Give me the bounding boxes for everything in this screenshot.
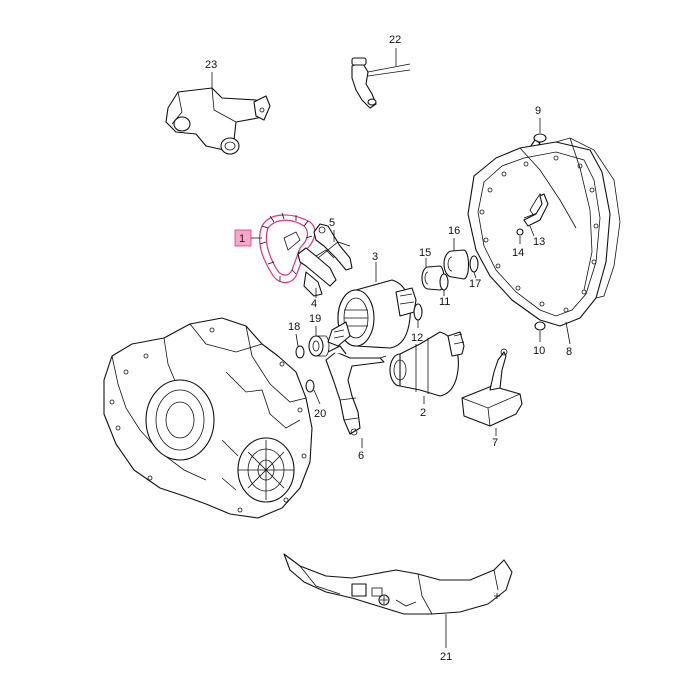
label-part-16: 16 [448,225,460,237]
label-part-21: 21 [440,651,452,663]
label-part-1: 1 [239,233,245,245]
part-2-drive-shaft[interactable] [389,331,465,397]
gearbox-casing [103,317,313,519]
part-4-tensioner[interactable] [297,247,337,297]
label-part-23: 23 [205,59,217,71]
part-23-bracket[interactable] [165,87,271,155]
part-5-lever[interactable] [313,223,353,271]
label-part-13: 13 [533,236,545,248]
part-19-sprocket[interactable] [308,335,330,357]
part-14-fitting[interactable] [516,228,524,236]
part-22-sensor[interactable] [351,57,411,109]
part-12-shim[interactable] [413,303,423,321]
label-part-6: 6 [358,450,364,462]
label-part-19: 19 [309,313,321,325]
part-20-ring[interactable] [305,379,315,393]
label-part-8: 8 [566,346,572,358]
part-16-bearing[interactable] [443,249,470,280]
part-18-washer[interactable] [295,345,305,359]
label-part-12: 12 [411,332,423,344]
part-21-heat-shield[interactable] [283,553,513,615]
part-3-gear-assembly[interactable] [327,279,417,349]
label-part-2: 2 [420,407,426,419]
label-part-14: 14 [512,247,524,259]
label-part-15: 15 [419,247,431,259]
label-part-17: 17 [469,278,481,290]
part-1-drive-chain[interactable] [259,212,316,284]
label-part-10: 10 [533,345,545,357]
label-part-9: 9 [535,105,541,117]
label-part-3: 3 [372,251,378,263]
label-part-11: 11 [439,296,450,308]
part-13-pipe[interactable] [523,193,549,227]
label-part-22: 22 [389,34,401,46]
part-6-selector-lever[interactable] [325,345,387,436]
label-part-4: 4 [311,298,317,310]
label-part-5: 5 [329,217,335,229]
part-8-housing-cover[interactable] [467,137,621,327]
part-7-oil-strainer[interactable] [461,348,523,427]
part-10-plug[interactable] [534,321,546,331]
label-part-20: 20 [314,408,326,420]
label-part-18: 18 [288,321,300,333]
label-part-7: 7 [492,437,498,449]
part-11-circlip[interactable] [439,273,449,291]
part-17-seal[interactable] [469,255,479,273]
